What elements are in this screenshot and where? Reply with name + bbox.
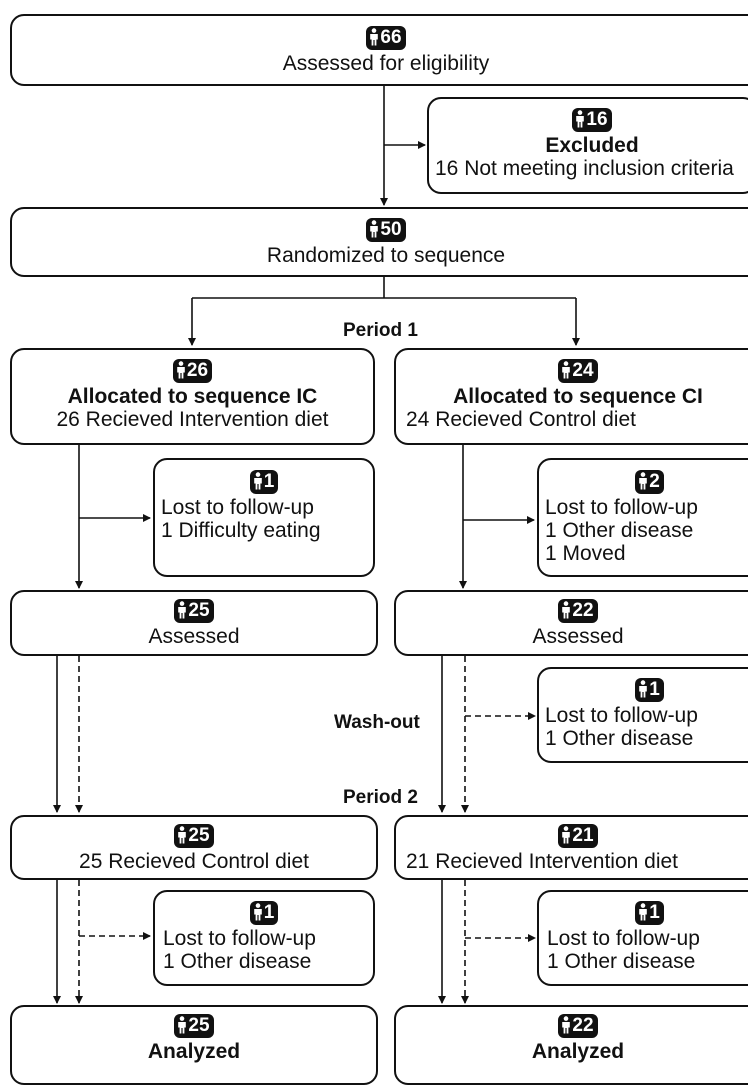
participant-count-badge: 1 — [249, 901, 279, 925]
participant-count-badge: 66 — [366, 26, 406, 50]
phase-label-washout: Wash-out — [334, 712, 420, 733]
participant-count-badge: 25 — [174, 1014, 214, 1038]
box-text: Lost to follow-up — [545, 496, 698, 519]
box-text: 24 Recieved Control diet — [406, 408, 636, 431]
participant-count-badge: 16 — [572, 108, 612, 132]
participant-count-badge: 24 — [558, 359, 598, 383]
participant-count-badge: 22 — [558, 1014, 598, 1038]
box-text: Assessed — [148, 625, 240, 648]
box-text: Lost to follow-up — [545, 704, 698, 727]
person-icon — [178, 601, 187, 619]
person-icon — [253, 903, 262, 921]
person-icon — [177, 361, 185, 379]
box-text: 1 Other disease — [545, 727, 694, 750]
person-icon — [370, 220, 379, 238]
lost-ci-p2-box: 1 Lost to follow-up 1 Other disease — [537, 890, 748, 986]
box-title: Allocated to sequence CI — [453, 385, 703, 408]
box-text: 1 Other disease — [547, 950, 696, 973]
box-text: 1 Other disease — [163, 950, 312, 973]
participant-count-badge: 25 — [174, 599, 214, 623]
assessed-ci-box: 22 Assessed — [394, 590, 748, 656]
box-text: Lost to follow-up — [161, 496, 314, 519]
person-icon — [562, 826, 571, 844]
participant-count-badge: 25 — [174, 824, 214, 848]
person-icon — [562, 1016, 571, 1034]
person-icon — [178, 1016, 187, 1034]
box-text: Lost to follow-up — [547, 927, 700, 950]
box-title: Allocated to sequence IC — [67, 385, 318, 408]
box-text: 1 Difficulty eating — [161, 519, 321, 542]
box-text: 21 Recieved Intervention diet — [406, 850, 679, 873]
analyzed-ic-box: 25 Analyzed — [10, 1005, 378, 1085]
lost-ci-washout-box: 1 Lost to follow-up 1 Other disease — [537, 667, 748, 763]
participant-count-badge: 50 — [366, 218, 406, 242]
box-text: Randomized to sequence — [266, 244, 506, 267]
box-text: 1 Moved — [545, 542, 626, 565]
participant-count-badge: 1 — [249, 470, 279, 494]
person-icon — [576, 110, 585, 128]
phase-label-period2: Period 2 — [343, 787, 418, 808]
person-icon — [562, 361, 571, 379]
box-text: 25 Recieved Control diet — [79, 850, 309, 873]
box-title: Analyzed — [147, 1040, 241, 1063]
box-text: Assessed — [532, 625, 624, 648]
eligibility-box: 66 Assessed for eligibility — [10, 14, 748, 86]
participant-count-badge: 2 — [635, 470, 664, 494]
lost-ic-p1-box: 1 Lost to follow-up 1 Difficulty eating — [153, 458, 375, 577]
lost-ci-p1-box: 2 Lost to follow-up 1 Other disease 1 Mo… — [537, 458, 748, 577]
participant-count-badge: 22 — [558, 599, 598, 623]
excluded-box: 16 Excluded 16 Not meeting inclusion cri… — [427, 97, 748, 194]
box-title: Excluded — [545, 134, 639, 157]
participant-count-badge: 26 — [172, 359, 213, 383]
person-icon — [639, 472, 648, 490]
person-icon — [178, 826, 187, 844]
alloc-ci-box: 24 Allocated to sequence CI 24 Recieved … — [394, 348, 748, 445]
randomized-box: 50 Randomized to sequence — [10, 207, 748, 277]
box-text: 16 Not meeting inclusion criteria — [435, 157, 734, 180]
person-icon — [370, 28, 379, 46]
box-text: 1 Other disease — [545, 519, 694, 542]
period2-ci-box: 21 21 Recieved Intervention diet — [394, 815, 748, 880]
box-text: 26 Recieved Intervention diet — [56, 408, 329, 431]
person-icon — [639, 903, 648, 921]
assessed-ic-box: 25 Assessed — [10, 590, 378, 656]
participant-count-badge: 1 — [635, 901, 664, 925]
box-text: Lost to follow-up — [163, 927, 316, 950]
person-icon — [562, 601, 571, 619]
participant-count-badge: 1 — [635, 678, 664, 702]
alloc-ic-box: 26 Allocated to sequence IC 26 Recieved … — [10, 348, 375, 445]
period2-ic-box: 25 25 Recieved Control diet — [10, 815, 378, 880]
box-title: Analyzed — [531, 1040, 625, 1063]
person-icon — [639, 680, 648, 698]
box-text: Assessed for eligibility — [282, 52, 490, 75]
analyzed-ci-box: 22 Analyzed — [394, 1005, 748, 1085]
phase-label-period1: Period 1 — [343, 320, 418, 341]
person-icon — [253, 472, 262, 490]
participant-count-badge: 21 — [558, 824, 598, 848]
lost-ic-p2-box: 1 Lost to follow-up 1 Other disease — [153, 890, 375, 986]
